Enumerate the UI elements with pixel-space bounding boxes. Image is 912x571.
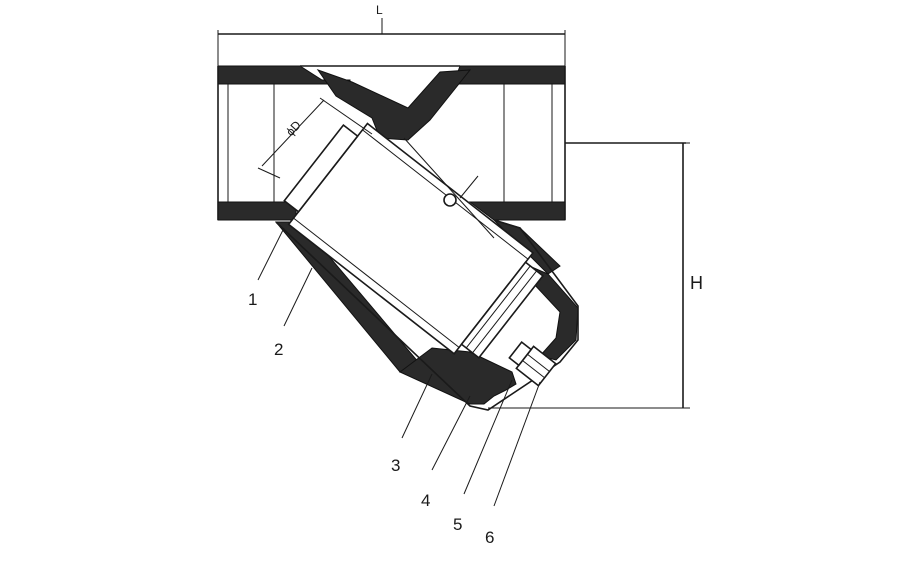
drain-plug — [508, 340, 557, 387]
length-dimension: L — [217, 3, 566, 68]
callout-1: 1 — [248, 290, 257, 309]
diameter-label: ϕD — [283, 118, 304, 139]
callout-leaders — [257, 227, 541, 507]
callout-3: 3 — [391, 456, 400, 475]
screen-chamber — [274, 219, 579, 411]
filter-screen — [283, 122, 545, 359]
height-label: H — [690, 273, 703, 293]
screen-axis-line — [403, 137, 495, 239]
marker-leader — [459, 175, 479, 199]
length-label: L — [376, 3, 383, 17]
callout-4: 4 — [421, 491, 430, 510]
callout-2: 2 — [274, 340, 283, 359]
height-dimension: H — [488, 142, 703, 409]
body-pipe — [217, 65, 686, 221]
callout-6: 6 — [485, 528, 494, 547]
vent-hole-marker — [443, 193, 457, 207]
callout-5: 5 — [453, 515, 462, 534]
partition-web — [316, 69, 472, 141]
